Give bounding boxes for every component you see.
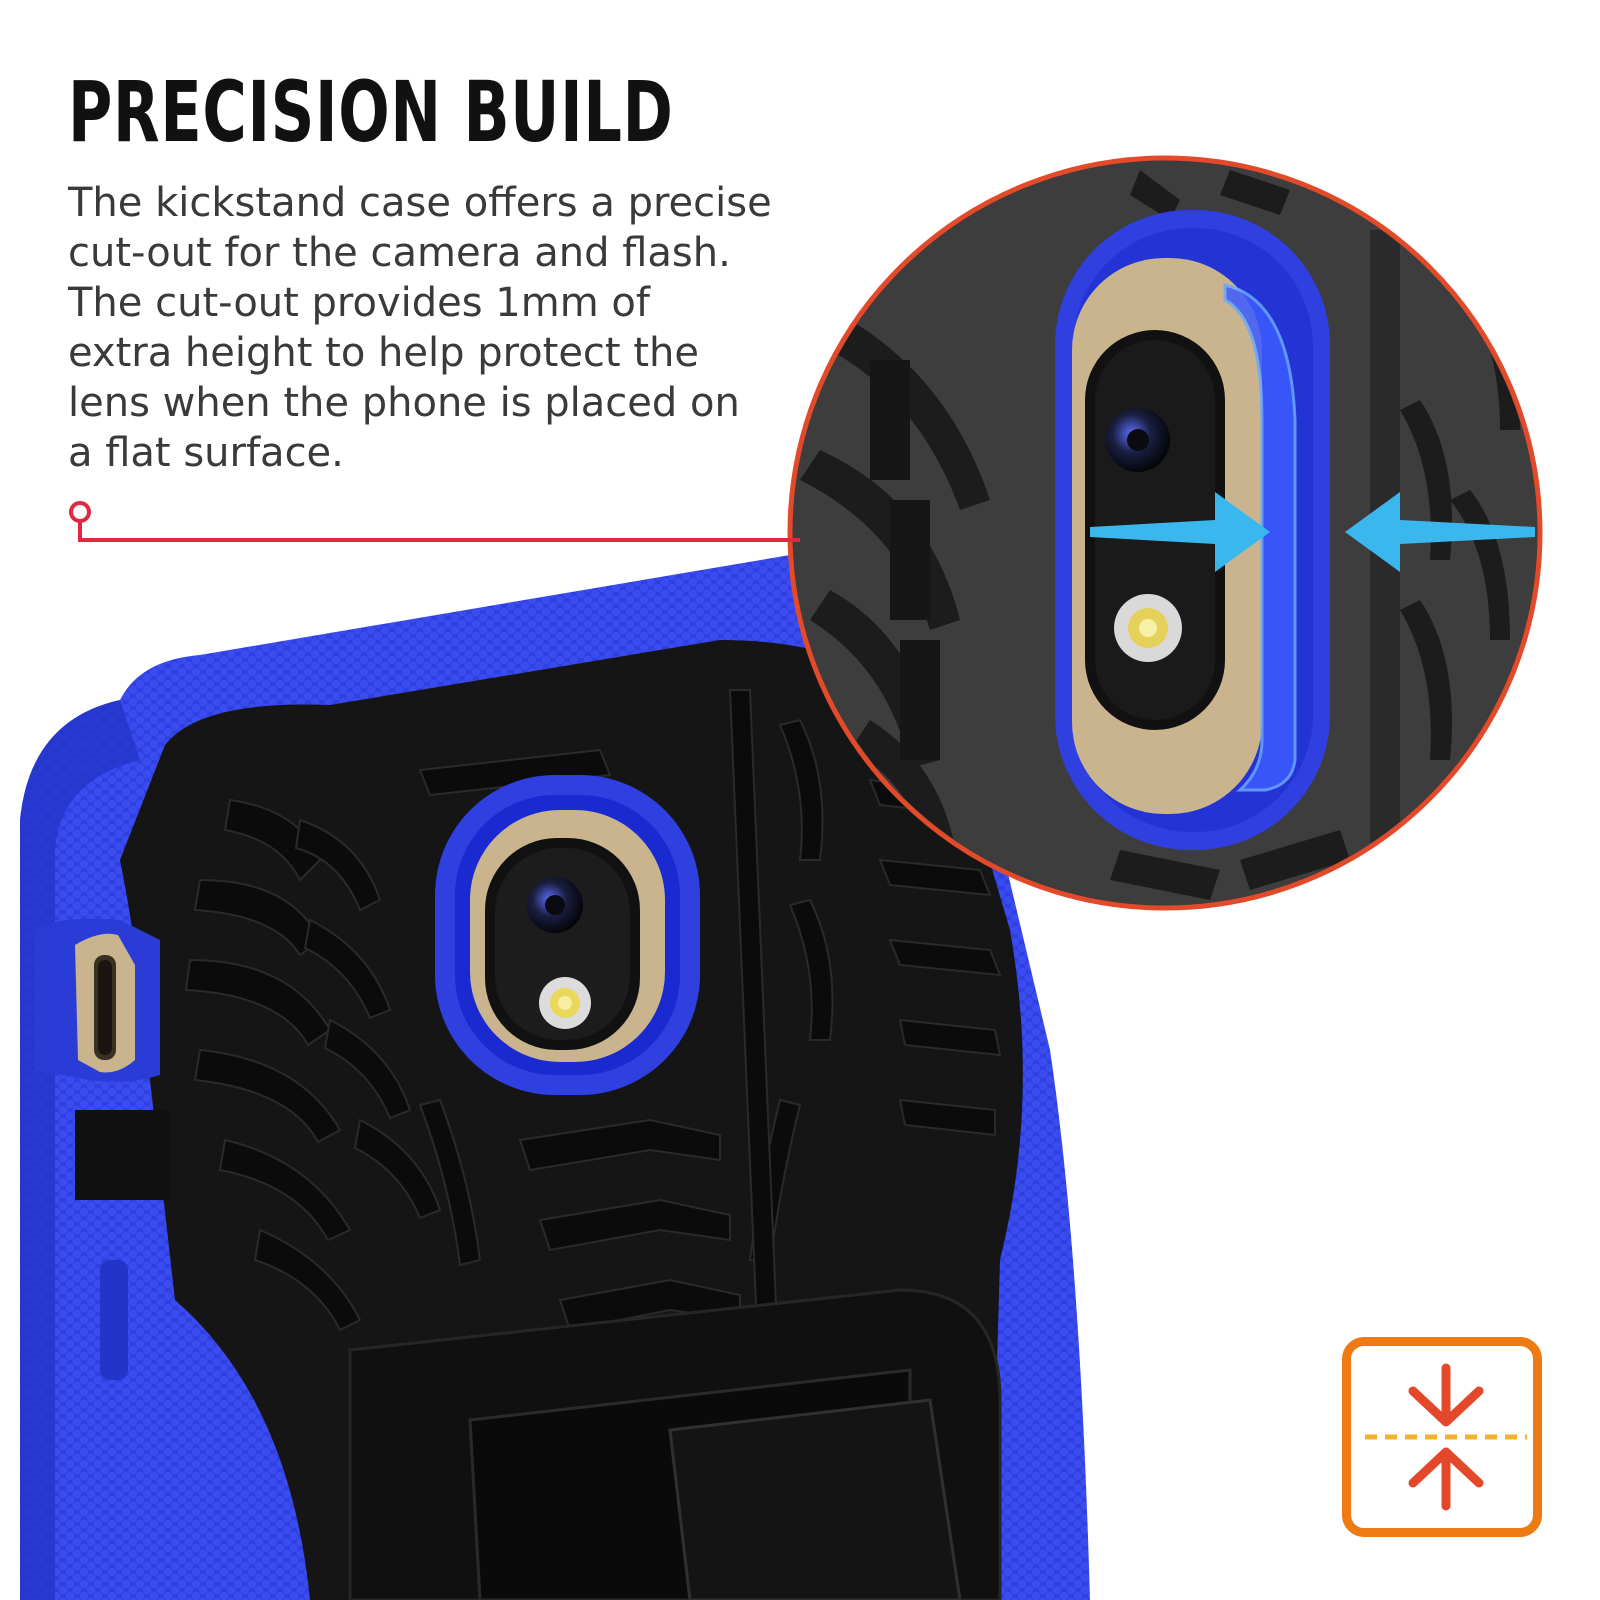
description-line: lens when the phone is placed on <box>68 380 740 426</box>
tread-pattern-left <box>184 798 442 1332</box>
callout-line <box>69 501 800 542</box>
feature-description: The kickstand case offers a precise cut-… <box>68 178 788 478</box>
phone-camera-module <box>435 775 700 1095</box>
tread-pattern-center <box>418 748 802 1332</box>
compress-arrows-icon <box>1365 1363 1527 1511</box>
kickstand <box>348 1288 1002 1600</box>
measure-arrows <box>1090 492 1535 572</box>
description-line: extra height to help protect the <box>68 330 699 376</box>
description-line: The kickstand case offers a precise <box>68 180 772 226</box>
case-side-ports <box>35 918 170 1380</box>
description-line: a flat surface. <box>68 430 344 476</box>
description-line: cut-out for the camera and flash. <box>68 230 731 276</box>
zoom-callout <box>787 155 1543 911</box>
precision-badge <box>1342 1337 1542 1537</box>
description-line: The cut-out provides 1mm of <box>68 280 650 326</box>
page-title: PRECISION BUILD <box>68 63 674 161</box>
tread-pattern-right <box>728 689 1002 1401</box>
